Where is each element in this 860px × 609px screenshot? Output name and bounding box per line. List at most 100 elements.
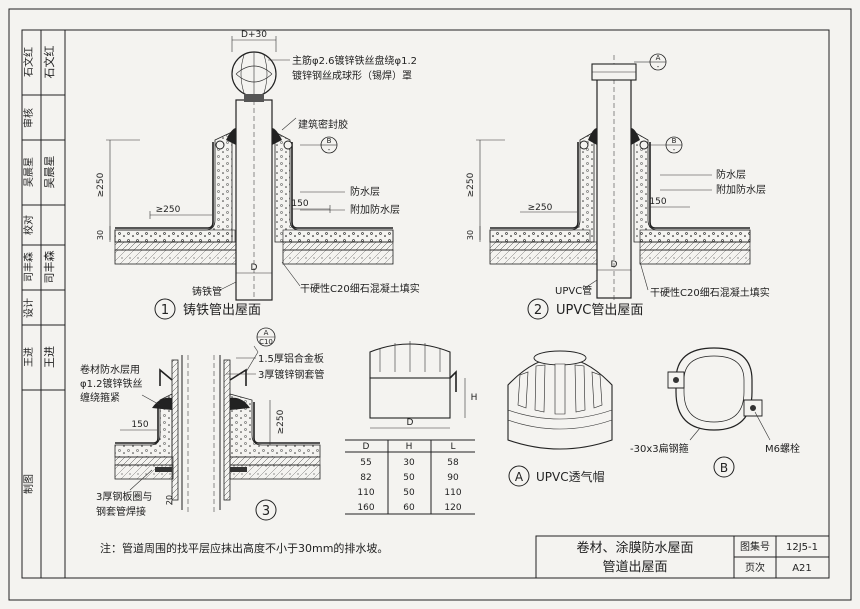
- svg-text:A: A: [264, 329, 269, 337]
- note-strap: -30x3扁钢箍: [630, 442, 689, 455]
- signoff-sign-7: 王进: [43, 346, 56, 368]
- signoff-sign-1: 石文红: [42, 46, 56, 79]
- vent-cap-lip: [449, 370, 457, 392]
- detail-1-cast-iron-pipe: D+30 ≥250 30 ≥250 150 D 主筋φ2.6镀锌铁丝盘绕φ1.2…: [96, 30, 420, 320]
- svg-text:-: -: [673, 146, 676, 154]
- clamp-bolt: [215, 140, 225, 150]
- detail-3-steel-sleeve: A C10 1.5厚铝合金板 3厚镀锌钢套管 卷材防水层用 φ1.2镀锌铁丝 缠…: [80, 327, 324, 521]
- sealant: [631, 128, 640, 145]
- sheet-border: [8, 8, 852, 601]
- aluminium-flashing: [159, 368, 173, 386]
- dim-250-vertical: ≥250: [96, 172, 106, 197]
- steel-strap: [675, 347, 753, 431]
- label-atlas: 图集号: [740, 540, 770, 553]
- detail-title: UPVC管出屋面: [556, 303, 643, 318]
- value-page: A21: [792, 563, 812, 574]
- table-cell: 50: [403, 488, 415, 498]
- dim-d: D: [407, 418, 414, 428]
- detail-2-upvc-pipe: A - B - ≥250 30 ≥250 150 D 防水层 附加防水层 UPV…: [466, 53, 770, 320]
- steel-sleeve: [171, 359, 179, 501]
- table-header-h: H: [406, 442, 413, 452]
- detail-title: UPVC透气帽: [536, 469, 605, 484]
- signoff-block: 石文红 石文红 审核 吴晨星 吴晨星 校对 司丰森 司丰森 设计 王进 王进 制…: [21, 29, 66, 579]
- svg-text:-: -: [328, 146, 331, 154]
- dimension-table: D H L 55 30 58 82 50 90 110 50 110 160 6…: [345, 439, 475, 515]
- value-atlas: 12J5-1: [786, 542, 818, 553]
- dim-250-horizontal: ≥250: [528, 203, 553, 213]
- dim-250-vertical: ≥250: [466, 172, 476, 197]
- detail-a-vent-cap: H D D H L 55 30 58 82 50 90 110 50 110 1…: [345, 341, 613, 515]
- detail-number: 1: [161, 303, 169, 318]
- table-cell: 110: [357, 488, 374, 498]
- note-extra-waterproof: 附加防水层: [350, 203, 400, 216]
- sealant: [226, 128, 236, 145]
- svg-text:B: B: [672, 137, 677, 145]
- svg-text:A: A: [656, 54, 661, 62]
- membrane-left: [490, 142, 579, 229]
- ref-symbol-b: B -: [320, 136, 338, 154]
- table-cell: 120: [444, 503, 461, 513]
- steel-strap-inner: [683, 355, 745, 423]
- dim-d: D: [611, 260, 618, 270]
- ball-cap: [231, 51, 277, 102]
- clamp-bolt: [283, 140, 293, 150]
- detail-letter-circle: [713, 456, 735, 478]
- table-cell: 58: [447, 458, 459, 468]
- note-pipe: 铸铁管: [192, 285, 222, 298]
- note-left-line-1: 卷材防水层用: [80, 363, 140, 376]
- roof-slab: [282, 249, 394, 265]
- screed-layer: [114, 241, 251, 251]
- table-cell: 90: [447, 473, 459, 483]
- table-cell: 60: [403, 503, 415, 513]
- roof-slab: [639, 249, 751, 265]
- detail-number-circle: [154, 298, 176, 320]
- table-cell: 82: [360, 473, 371, 483]
- table-cell: 110: [444, 488, 461, 498]
- bolt: [750, 405, 756, 411]
- signoff-sign-5: 司丰森: [42, 251, 56, 284]
- detail-letter: A: [515, 470, 524, 484]
- membrane: [115, 402, 159, 444]
- membrane: [253, 402, 320, 444]
- detail-number: 2: [534, 303, 542, 318]
- note-pipe: UPVC管: [555, 284, 592, 297]
- detail-number-circle: [255, 499, 277, 521]
- dim-20: 20: [165, 495, 174, 505]
- note-extra-waterproof: 附加防水层: [716, 183, 766, 196]
- membrane-right: [649, 142, 750, 229]
- steel-plate-ring: [230, 467, 247, 472]
- note-left-line-2: φ1.2镀锌铁丝: [80, 377, 143, 390]
- signoff-role-3: 吴晨星: [23, 157, 35, 187]
- screed-layer: [229, 456, 321, 466]
- steel-plate-ring: [155, 467, 172, 472]
- wire-binding: [230, 397, 250, 410]
- steel-sleeve: [223, 359, 231, 501]
- wire-binding: [152, 397, 172, 410]
- note-fill: 干硬性C20细石混凝土填实: [650, 286, 770, 299]
- table-cell: 55: [360, 458, 371, 468]
- general-note: 注：管道周围的找平层应抹出高度不小于30mm的排水坡。: [100, 541, 388, 555]
- roof-slab: [489, 249, 611, 265]
- screed-layer: [282, 241, 394, 251]
- protective-layer-left: [114, 131, 233, 243]
- note-cap-line-2: 镀锌钢丝成球形（锡焊）罩: [292, 69, 412, 82]
- signoff-role-2: 审核: [22, 108, 35, 128]
- clamp-bolt: [639, 140, 649, 150]
- table-header-l: L: [450, 442, 455, 452]
- dim-d: D: [251, 263, 258, 273]
- svg-text:B: B: [327, 137, 332, 145]
- table-cell: 30: [403, 458, 415, 468]
- note-fill: 干硬性C20细石混凝土填实: [300, 282, 420, 295]
- clamp-bolt: [579, 140, 589, 150]
- svg-text:-: -: [657, 63, 660, 71]
- vent-cap-skirt: [369, 377, 451, 419]
- note-bolt: M6螺栓: [765, 442, 800, 455]
- detail-letter-circle: [508, 465, 530, 487]
- dim-150: 150: [649, 197, 666, 207]
- dim-30: 30: [466, 230, 475, 240]
- note-waterproof: 防水层: [716, 168, 746, 181]
- screed-layer: [489, 241, 611, 251]
- title-line-1: 卷材、涂膜防水屋面: [576, 540, 693, 556]
- signoff-role-5: 司丰森: [22, 252, 35, 282]
